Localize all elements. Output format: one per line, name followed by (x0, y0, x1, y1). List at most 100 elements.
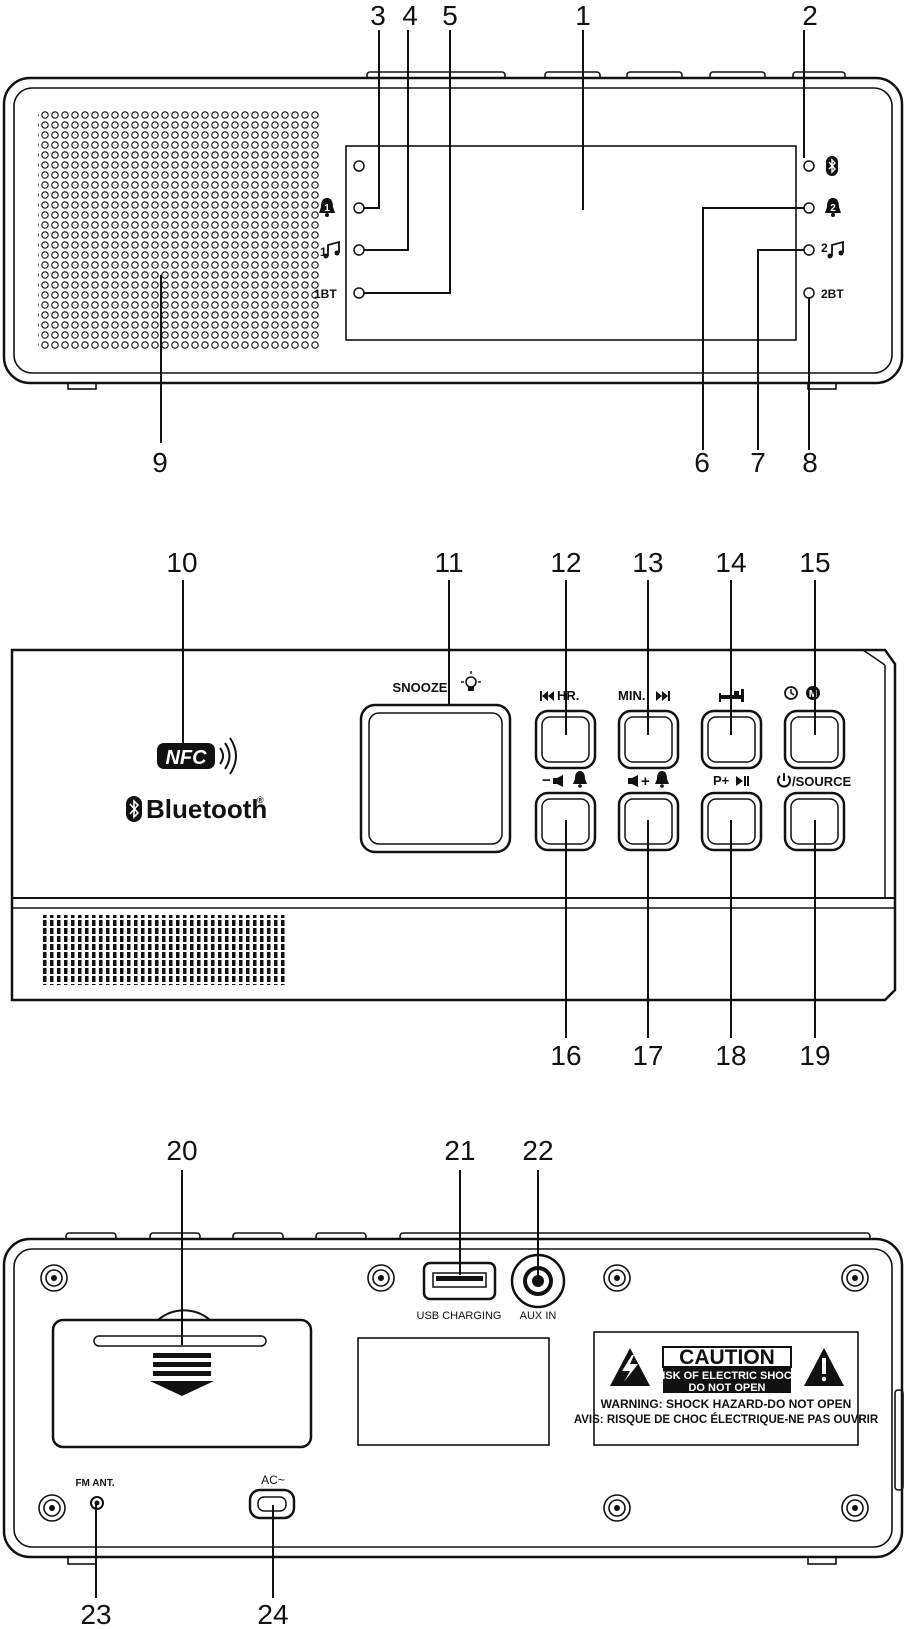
callout-21: 21 (444, 1135, 475, 1166)
bluetooth-icon (126, 796, 142, 822)
volume-icon (553, 775, 563, 787)
callout-2: 2 (802, 0, 818, 31)
callout-3: 3 (370, 0, 386, 31)
trademark: ® (257, 795, 264, 805)
clock-memory-button[interactable] (783, 709, 846, 770)
lightning-warning-icon (610, 1348, 650, 1386)
bell-icon (573, 771, 587, 788)
music1-sup: 1 (320, 245, 327, 259)
caution-warning: WARNING: SHOCK HAZARD-DO NOT OPEN (601, 1397, 852, 1411)
foot-right (807, 1556, 837, 1565)
battery-door[interactable] (51, 1309, 313, 1449)
next-icon (656, 691, 670, 701)
led-2bt (803, 287, 815, 299)
source-label: /SOURCE (792, 774, 852, 789)
callout-17: 17 (632, 1040, 663, 1071)
led-alarm2 (803, 202, 815, 214)
vol-plus-label: + (641, 773, 650, 790)
front-view: NFC Bluetooth ® SNOOZE (10, 547, 897, 1071)
led-left-1 (353, 160, 365, 172)
play-pause-icon (736, 776, 749, 786)
svg-text:M: M (809, 689, 817, 700)
usb-charging-port[interactable] (422, 1261, 497, 1301)
caution-avis: AVIS: RISQUE DE CHOC ÉLECTRIQUE-NE PAS O… (574, 1413, 879, 1426)
bluetooth-icon (826, 156, 838, 176)
caution-label: CAUTION RISK OF ELECTRIC SHOCK DO NOT OP… (574, 1331, 879, 1446)
back-body (2, 1237, 904, 1559)
label-1bt: 1BT (314, 287, 337, 301)
min-next-button[interactable] (617, 709, 680, 770)
alarm1-label: 1 (324, 203, 330, 214)
back-view: USB CHARGING AUX IN CAUTION RISK OF ELEC… (2, 1135, 904, 1629)
callout-23: 23 (80, 1599, 111, 1629)
foot-left (67, 382, 97, 390)
preset-label: P+ (713, 773, 730, 788)
led-alarm1 (353, 202, 365, 214)
speaker-grill (38, 110, 320, 350)
music-note-icon: 1 (320, 240, 340, 259)
music-note-icon: 2 (821, 240, 844, 259)
top-view: 1 1 1BT 2 2 2BT (2, 0, 904, 478)
alarm2-label: 2 (830, 203, 836, 214)
screws (38, 1264, 869, 1522)
callout-10: 10 (166, 547, 197, 578)
min-label: MIN. (618, 688, 645, 703)
fm-label: FM ANT. (75, 1478, 114, 1489)
callout-22: 22 (522, 1135, 553, 1166)
led-music2 (803, 244, 815, 256)
bell-icon (825, 198, 841, 217)
music2-sup: 2 (821, 241, 828, 255)
vol-minus-label: − (542, 772, 551, 789)
nfc-logo: NFC (157, 737, 237, 775)
callout-20: 20 (166, 1135, 197, 1166)
bluetooth-brand: Bluetooth (146, 794, 267, 824)
callout-8: 8 (802, 447, 818, 478)
hr-label: HR. (557, 688, 579, 703)
nfc-text: NFC (165, 747, 207, 769)
display-window (345, 145, 797, 341)
callout-19: 19 (799, 1040, 830, 1071)
rating-label-area (357, 1337, 550, 1446)
sleep-button[interactable] (700, 709, 763, 770)
top-leader-lines (160, 30, 810, 450)
callout-14: 14 (715, 547, 746, 578)
callout-12: 12 (550, 547, 581, 578)
callout-11: 11 (434, 547, 463, 578)
led-bluetooth (803, 160, 815, 172)
aux-label: AUX IN (520, 1310, 557, 1322)
hour-prev-button[interactable] (534, 709, 597, 770)
callout-9: 9 (152, 447, 168, 478)
callout-24: 24 (257, 1599, 288, 1629)
callout-5: 5 (442, 0, 458, 31)
callout-4: 4 (402, 0, 418, 31)
snooze-label: SNOOZE (393, 680, 448, 695)
snooze-button[interactable] (359, 703, 512, 854)
prev-icon (540, 691, 554, 701)
bulb-icon (461, 671, 481, 691)
bell-icon (319, 198, 335, 217)
memory-icon: M (806, 686, 820, 700)
caution-line1: RISK OF ELECTRIC SHOCK (654, 1370, 800, 1382)
led-music1 (353, 244, 365, 256)
clock-icon (784, 686, 798, 700)
callout-18: 18 (715, 1040, 746, 1071)
bell-icon (655, 771, 669, 788)
front-speaker-grille (40, 915, 288, 985)
top-body-inner (13, 87, 893, 374)
callout-6: 6 (694, 447, 710, 478)
callout-13: 13 (632, 547, 663, 578)
caution-line2: DO NOT OPEN (688, 1382, 765, 1394)
callout-7: 7 (750, 447, 766, 478)
warning-triangle-icon (804, 1348, 844, 1386)
led-1bt (353, 287, 365, 299)
callout-15: 15 (799, 547, 830, 578)
label-2bt: 2BT (821, 287, 844, 301)
ac-label: AC~ (261, 1473, 285, 1487)
usb-label: USB CHARGING (417, 1310, 502, 1322)
caution-title: CAUTION (679, 1346, 775, 1369)
callout-1: 1 (575, 0, 591, 31)
volume-icon (628, 775, 638, 787)
back-body-inner (13, 1248, 893, 1548)
power-icon (777, 773, 791, 788)
